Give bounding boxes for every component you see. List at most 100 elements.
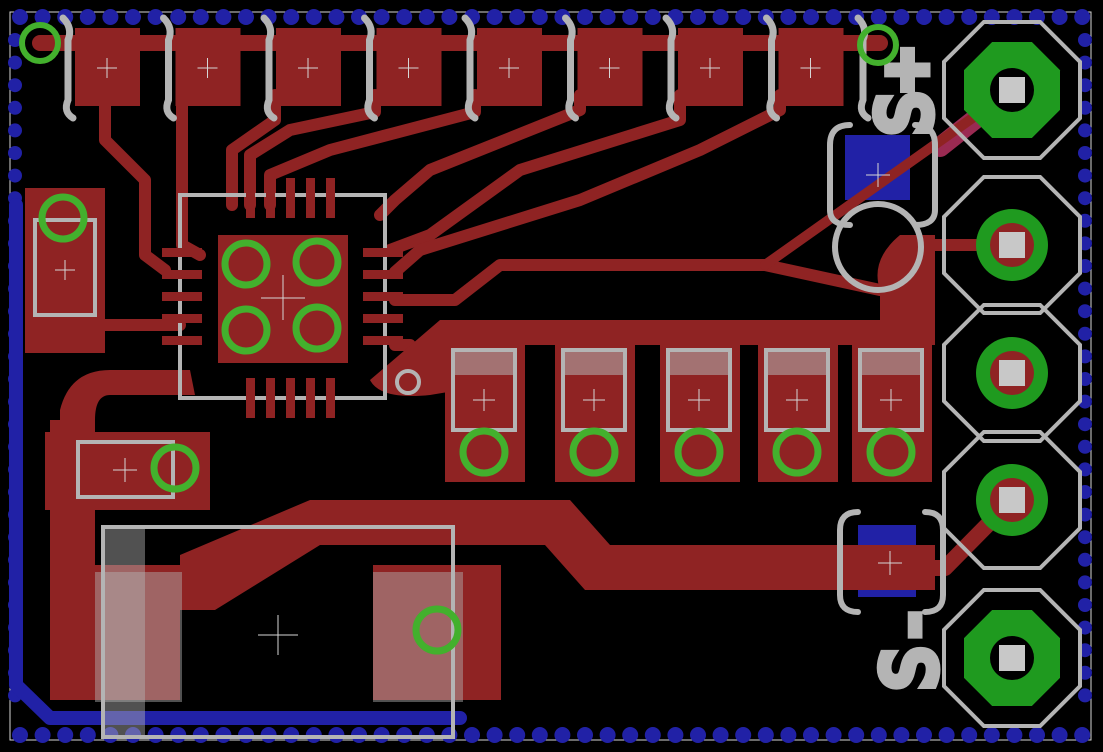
stitch-via (328, 9, 345, 25)
qfn-pin (246, 178, 255, 218)
thermal-via (221, 305, 271, 355)
stitch-via (1078, 168, 1092, 183)
stitch-via (531, 9, 548, 25)
header-outline (942, 20, 1082, 160)
qfn-pin (286, 378, 295, 418)
stitch-via (1029, 727, 1045, 743)
silk-bracket (160, 14, 177, 122)
header-outline (942, 588, 1082, 728)
stitch-via (870, 9, 887, 25)
stitch-via (1078, 326, 1092, 341)
qfn-pin (246, 378, 255, 418)
stitch-via (1078, 417, 1092, 432)
stitch-via (1051, 727, 1068, 743)
stitch-via (938, 727, 955, 743)
stitch-via (418, 9, 435, 25)
stitch-via (667, 727, 684, 743)
qfn-pin (162, 270, 202, 279)
via (150, 443, 200, 493)
stitch-via (644, 727, 661, 743)
stitch-via (8, 123, 22, 138)
silk-bracket (662, 14, 680, 122)
stitch-via (8, 33, 22, 47)
stitch-via (57, 727, 74, 743)
via (459, 427, 509, 477)
qfn-pin (326, 178, 335, 218)
stitch-via (735, 727, 752, 743)
stitch-via (8, 100, 22, 115)
stitch-via (1078, 281, 1092, 296)
stitch-via (102, 9, 119, 25)
stitch-via (464, 727, 480, 743)
stitch-via (396, 9, 413, 25)
silk-bracket (59, 14, 77, 122)
thermal-via (221, 239, 271, 289)
stitch-via (1078, 575, 1092, 590)
stitch-via (848, 727, 865, 743)
header-outline (942, 430, 1082, 570)
header-drill-mark (999, 77, 1025, 103)
stitch-via (170, 9, 187, 25)
stitch-via (79, 9, 96, 25)
qfn-chip (162, 178, 421, 418)
header-drill-mark (999, 487, 1025, 513)
stitch-via (147, 9, 164, 25)
stitch-via (1078, 146, 1092, 160)
stitch-via (803, 9, 819, 25)
stitch-via (34, 727, 51, 743)
via (38, 193, 88, 243)
stitch-via (599, 727, 616, 743)
stitch-via (1074, 727, 1091, 743)
stitch-via (283, 9, 300, 25)
stitch-via (125, 9, 141, 25)
stitch-via (8, 168, 22, 183)
silk-bracket (361, 14, 378, 122)
stitch-via (780, 9, 797, 25)
qfn-pin (162, 292, 202, 301)
stitch-via (554, 727, 571, 743)
stitch-via (215, 9, 232, 25)
stitch-via (780, 727, 797, 743)
stitch-via (712, 727, 729, 743)
via (674, 427, 724, 477)
stitch-via (373, 9, 390, 25)
stitch-via (644, 9, 661, 25)
silk-bracket (260, 14, 278, 122)
stitch-via (8, 146, 22, 160)
qfn-pin (363, 336, 403, 345)
stitch-via (893, 9, 910, 25)
qfn-pin (286, 178, 295, 218)
stitch-via (1078, 598, 1092, 612)
stitch-via (577, 9, 593, 25)
stitch-via (803, 727, 819, 743)
sensor-silk (827, 122, 946, 615)
silk-bracket (763, 14, 780, 122)
stitch-via (622, 9, 639, 25)
stitch-via (34, 9, 51, 25)
stitch-via (961, 727, 978, 743)
via (866, 427, 916, 477)
stitch-via (12, 727, 28, 743)
qfn-pin (162, 314, 202, 323)
stitch-via (1078, 552, 1092, 567)
stitch-via (938, 9, 955, 25)
stitch-via (916, 9, 932, 25)
header-drill-mark (999, 360, 1025, 386)
silk-bracket (461, 14, 479, 122)
header-outline (942, 303, 1082, 443)
qfn-pin (363, 248, 403, 257)
stitch-via (305, 9, 322, 25)
stitching-vias (8, 9, 1092, 743)
stitch-via (599, 9, 616, 25)
stitch-via (983, 727, 1000, 743)
stitch-via (825, 9, 842, 25)
stitch-via (531, 727, 548, 743)
bottom-resistor-pad (852, 320, 932, 482)
header-drill-mark (999, 232, 1025, 258)
stitch-via (8, 55, 22, 70)
led-resistor-array (59, 14, 872, 122)
stitch-via (79, 727, 96, 743)
stitch-via (1078, 191, 1092, 206)
qfn-pin (363, 292, 403, 301)
